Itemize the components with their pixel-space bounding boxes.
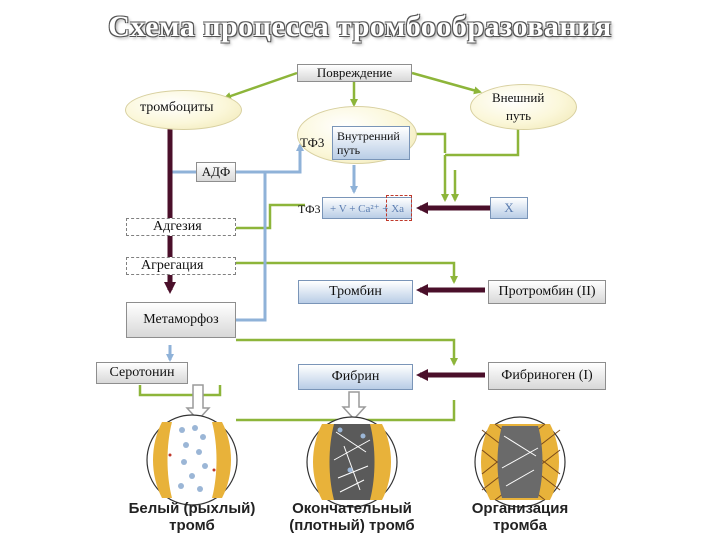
aggregation-box: Агрегация	[126, 257, 236, 275]
factor-x-box: X	[490, 197, 528, 219]
caption-organization: Организация тромба	[440, 500, 600, 534]
caption-white-line1: Белый (рыхлый)	[128, 500, 256, 517]
link-serotonin	[138, 385, 222, 397]
intrinsic-label-line1: Внутренний	[337, 129, 400, 143]
platelets-ellipse	[125, 90, 242, 130]
loop-adp-metamorphosis	[172, 170, 267, 322]
intrinsic-label-line2: путь	[337, 143, 361, 157]
factor-x-label: X	[504, 200, 514, 215]
caption-white-line2: тромб	[169, 517, 215, 534]
tf3-complex-label: ТФ3	[298, 202, 321, 216]
link-aggregation-thrombin	[236, 261, 458, 284]
thrombus-final-illustration	[306, 416, 398, 508]
caption-final-thrombus: Окончательный (плотный) тромб	[272, 500, 432, 534]
link-adhesion-tf3	[236, 203, 305, 230]
xa-highlight	[386, 195, 412, 221]
link-extrinsic-bar	[445, 128, 520, 157]
caption-org-line1: Организация	[471, 500, 569, 517]
fibrin-box: Фибрин	[298, 364, 413, 390]
caption-white-thrombus: Белый (рыхлый) тромб	[112, 500, 272, 534]
arrow-to-final-thrombus	[341, 391, 367, 421]
thrombus-organization-illustration	[474, 416, 566, 508]
adhesion-box: Адгезия	[126, 218, 236, 236]
thrombin-box: Тромбин	[298, 280, 413, 304]
caption-final-line2: (плотный) тромб	[289, 517, 415, 534]
extrinsic-label-line2: путь	[506, 108, 532, 123]
arrow-damage-to-platelets	[223, 71, 298, 100]
arrow-to-fibrin	[236, 338, 458, 366]
arrow-damage-to-extrinsic	[411, 71, 482, 95]
damage-box: Повреждение	[297, 64, 412, 82]
metamorphosis-box: Метаморфоз	[126, 302, 236, 338]
extrinsic-label-line1: Внешний	[492, 90, 545, 105]
arrow-to-white-thrombus	[185, 384, 211, 422]
arrow-adp-to-tf3	[265, 143, 304, 174]
thrombus-white-illustration	[146, 414, 238, 506]
page-title: Схема процесса тромбообразования	[108, 10, 612, 43]
serotonin-box: Серотонин	[96, 362, 188, 384]
prothrombin-box: Протромбин (II)	[488, 280, 606, 304]
coag-complex-formula: + V + Ca²⁺ + Xa	[329, 202, 405, 215]
extrinsic-ellipse	[470, 84, 577, 130]
adp-box: АДФ	[196, 162, 236, 182]
link-fibrin-bottom	[236, 400, 456, 422]
fibrinogen-box: Фибриноген (I)	[488, 362, 606, 390]
platelets-label: тромбоциты	[140, 100, 214, 115]
coag-complex-box: + V + Ca²⁺ + Xa	[322, 197, 412, 219]
intrinsic-panel: Внутренний путь	[332, 126, 410, 160]
tf3-top-label: ТФ3	[300, 135, 325, 150]
caption-final-line1: Окончательный	[292, 500, 412, 517]
caption-org-line2: тромба	[493, 517, 547, 534]
link-intrinsic	[415, 132, 447, 153]
